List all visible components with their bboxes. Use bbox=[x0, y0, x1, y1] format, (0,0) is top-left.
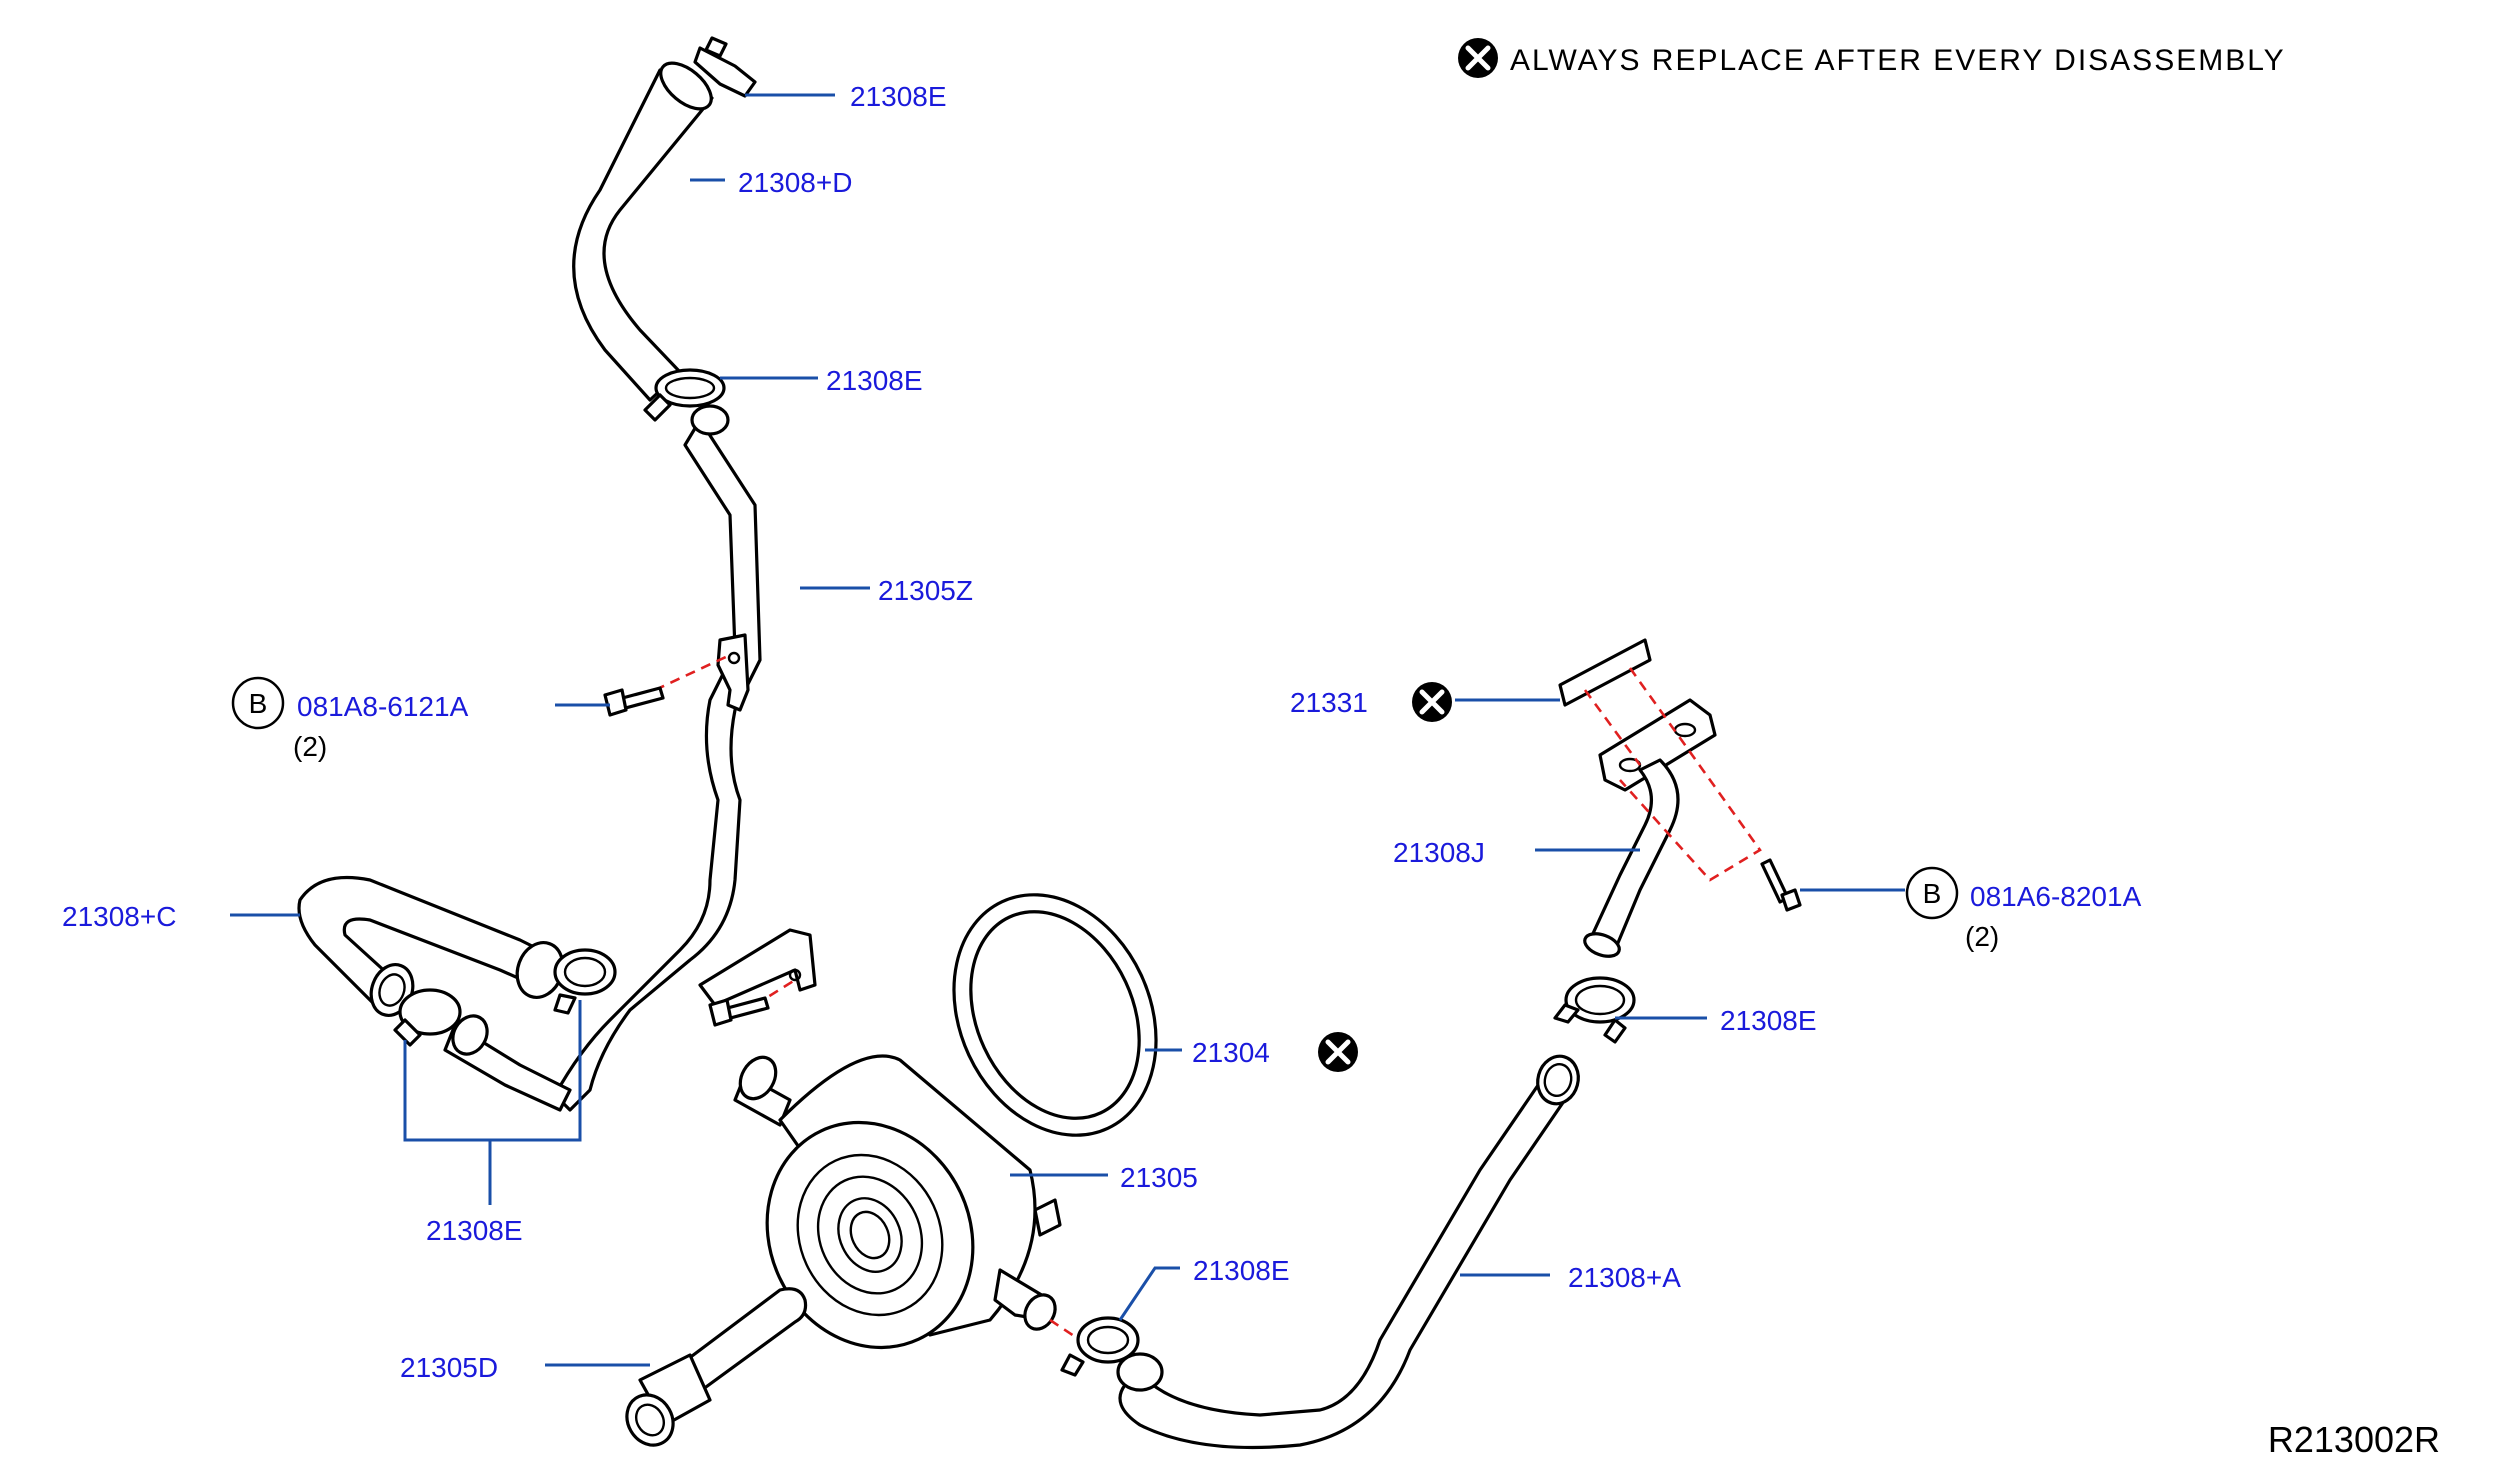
label-connector-j: 21308J bbox=[1393, 837, 1485, 868]
svg-text:B: B bbox=[249, 688, 268, 719]
label-clamp-mid: 21308E bbox=[826, 365, 923, 396]
bracket-upper bbox=[716, 633, 750, 712]
x-icon-oring bbox=[1318, 1032, 1358, 1072]
label-clamp-right: 21308E bbox=[1720, 1005, 1817, 1036]
x-icon-gasket bbox=[1412, 682, 1452, 722]
badge-b-right: B bbox=[1905, 866, 1959, 920]
label-bolt-left-qty: (2) bbox=[293, 731, 327, 762]
bolt-right bbox=[1760, 858, 1802, 912]
label-hose-a: 21308+A bbox=[1568, 1262, 1681, 1293]
connector-21308j bbox=[1583, 698, 1717, 958]
hose-21308-d bbox=[572, 61, 714, 402]
label-connector-d: 21305D bbox=[400, 1352, 498, 1383]
label-tube-z: 21305Z bbox=[878, 575, 973, 606]
oring-21304 bbox=[952, 893, 1158, 1137]
label-clamp-bottom: 21308E bbox=[1193, 1255, 1290, 1286]
bolt-lower bbox=[708, 996, 770, 1027]
label-bolt-right-qty: (2) bbox=[1965, 921, 1999, 952]
label-oring: 21304 bbox=[1192, 1037, 1270, 1068]
label-hose-c: 21308+C bbox=[62, 901, 176, 932]
bracket-lower bbox=[698, 928, 817, 1007]
clamp-bottom bbox=[1060, 1316, 1140, 1377]
clamp-right bbox=[1553, 976, 1636, 1044]
label-clamps-left-group: 21308E bbox=[426, 1215, 523, 1246]
svg-text:B: B bbox=[1923, 878, 1942, 909]
badge-b-left: B bbox=[231, 676, 285, 730]
hose-21308-a bbox=[1116, 1054, 1580, 1450]
label-hose-d: 21308+D bbox=[738, 167, 852, 198]
label-hose-top-clamp: 21308E bbox=[850, 81, 947, 112]
clamps-left bbox=[393, 948, 617, 1047]
oil-cooler-21305 bbox=[733, 1054, 1062, 1350]
diagram-code: R213002R bbox=[2268, 1419, 2440, 1460]
alignment-cooler-to-clamp bbox=[1049, 1318, 1081, 1342]
label-bolt-right: 081A6-8201A bbox=[1970, 881, 2142, 912]
tube-stub-left bbox=[443, 1014, 572, 1112]
notice-x-icon bbox=[1458, 38, 1498, 78]
alignment-line-upper bbox=[654, 653, 731, 692]
label-cooler: 21305 bbox=[1120, 1162, 1198, 1193]
connector-21305d bbox=[625, 1287, 808, 1447]
label-bolt-left: 081A8-6121A bbox=[297, 691, 469, 722]
label-gasket: 21331 bbox=[1290, 687, 1368, 718]
leader-lines bbox=[230, 93, 1905, 1367]
notice-text: ALWAYS REPLACE AFTER EVERY DISASSEMBLY bbox=[1510, 44, 2286, 77]
alignment-gasket-to-connector bbox=[1583, 667, 1762, 882]
bolt-upper bbox=[603, 686, 665, 717]
clamp-mid bbox=[643, 368, 726, 422]
gasket-21331 bbox=[1558, 638, 1652, 707]
